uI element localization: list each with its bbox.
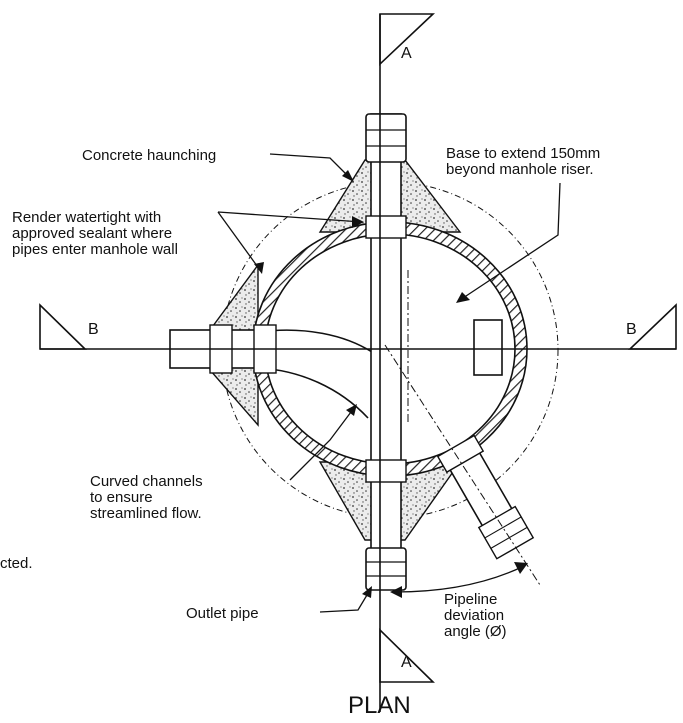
label-curved-line3: streamlined flow. — [90, 505, 202, 522]
label-base-line1: Base to extend 150mm — [446, 145, 600, 162]
label-render-line3: pipes enter manhole wall — [12, 241, 178, 258]
label-deviation-line1: Pipeline — [444, 591, 497, 608]
wall-opening — [473, 319, 503, 376]
label-curved-line2: to ensure — [90, 489, 153, 506]
section-marker-b-left — [39, 303, 87, 350]
main-pipe — [365, 113, 407, 591]
label-curved-line1: Curved channels — [90, 473, 203, 490]
label-base-line2: beyond manhole riser. — [446, 161, 594, 178]
label-outlet-pipe: Outlet pipe — [186, 605, 259, 622]
section-letter-a-bottom: A — [401, 654, 412, 671]
plan-title: PLAN — [348, 692, 411, 719]
angled-inlet-pipe — [436, 434, 535, 560]
label-render-line2: approved sealant where — [12, 225, 172, 242]
section-marker-b-right — [628, 303, 677, 350]
section-letter-b-left: B — [88, 321, 99, 338]
section-letter-b-right: B — [626, 321, 637, 338]
label-cut-text: cted. — [0, 555, 33, 572]
label-concrete-haunching: Concrete haunching — [82, 147, 216, 164]
leader-lines — [217, 153, 561, 613]
section-marker-a-top — [379, 13, 436, 66]
deviation-angle-arc — [394, 565, 525, 593]
label-deviation-line2: deviation — [444, 607, 504, 624]
deviation-arrow-right — [514, 562, 528, 574]
deviation-arrow-left — [390, 586, 402, 598]
section-letter-a-top: A — [401, 45, 412, 62]
section-marker-a-bottom — [379, 628, 435, 683]
label-deviation-line3: angle (Ø) — [444, 623, 507, 640]
label-render-line1: Render watertight with — [12, 209, 161, 226]
leader-arrowheads — [254, 170, 470, 598]
